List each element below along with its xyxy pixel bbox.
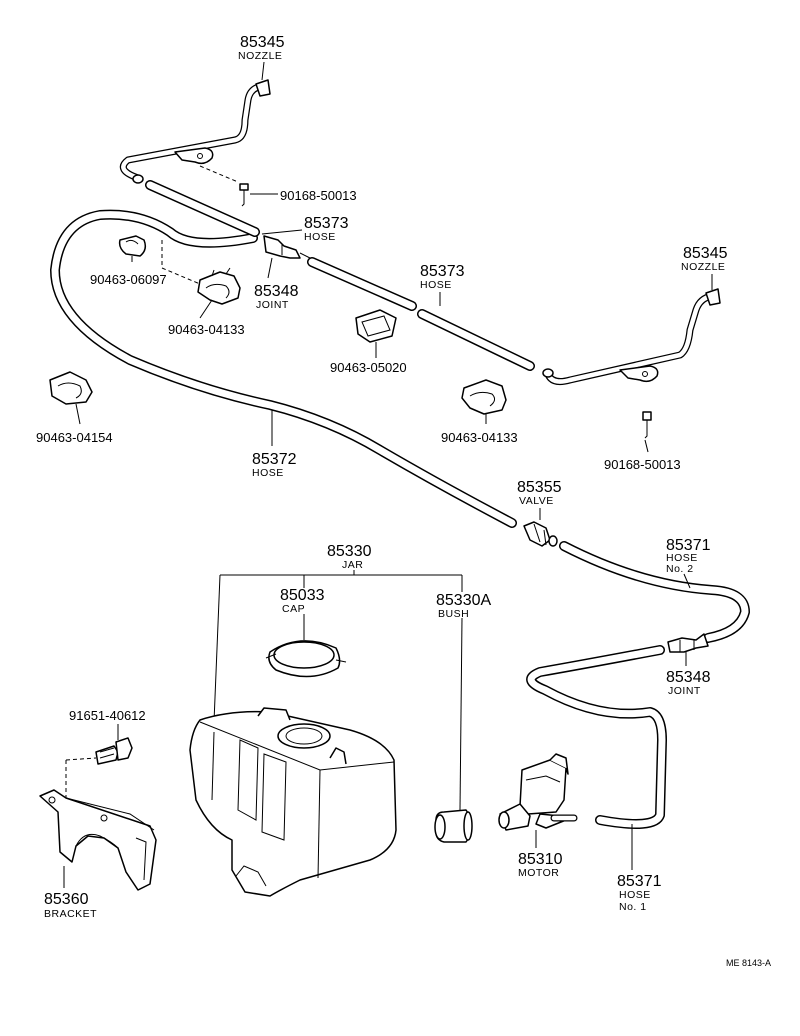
hose-no2 [559,541,750,643]
joint-top-name: JOINT [256,299,289,311]
label-clip-90463-05020: 90463-05020 [330,360,407,375]
bracket-85360 [39,789,157,891]
clip-90463-04154 [49,371,93,425]
joint-top-number: 85348 [254,283,299,300]
screw-top [199,165,278,207]
bush-85330a [434,809,473,843]
label-screw-right: 90168-50013 [604,457,681,472]
valve-name: VALVE [519,495,554,507]
jar-leader-lines [213,570,463,811]
label-hose-85372: 85372 HOSE [252,410,297,479]
hose-85372-name: HOSE [252,467,284,479]
bracket-name: BRACKET [44,908,97,920]
misc-leaders [261,61,713,520]
label-hose-no2: 85371 HOSE No. 2 [666,537,711,589]
hose-no1-number: 85371 [617,873,662,890]
label-screw-top: 90168-50013 [280,188,357,203]
motor-number: 85310 [518,851,563,868]
label-clip-90463-04133-b: 90463-04133 [441,430,518,445]
hose-85372-number: 85372 [252,451,297,468]
joint-bottom [667,633,709,653]
label-hose-85373-b: 85373 HOSE [420,263,465,291]
clip-90463-04133-b [461,379,507,424]
clip-90463-05020 [355,309,397,358]
nozzle-right [542,288,721,385]
bracket-number: 85360 [44,891,89,908]
label-clip-90463-04133-a: 90463-04133 [168,322,245,337]
valve-85355 [523,521,558,547]
jar-85330 [189,707,397,897]
hose-85373-b-number: 85373 [420,263,465,280]
label-bolt: 91651-40612 [69,708,146,723]
hose-no1-name: HOSE [619,889,651,901]
hose-85373-b [307,257,535,371]
label-clip-90463-06097: 90463-06097 [90,272,167,287]
label-jar: 85330 JAR [327,543,372,571]
cap-85033 [265,640,347,678]
label-valve: 85355 VALVE [517,479,562,507]
label-joint-bottom: 85348 JOINT [666,652,711,697]
jar-number: 85330 [327,543,372,560]
nozzle-left-number: 85345 [240,34,285,51]
hose-85373-b-name: HOSE [420,279,452,291]
label-hose-85373-a: 85373 HOSE [261,215,349,243]
bush-number: 85330A [436,592,491,609]
label-cap: 85033 CAP [280,587,325,615]
nozzle-right-number: 85345 [683,245,728,262]
motor-name: MOTOR [518,867,559,879]
nozzle-left-name: NOZZLE [238,50,282,62]
hose-no1-sub: No. 1 [619,901,647,913]
label-bush: 85330A BUSH [436,592,491,620]
hose-no1 [526,645,667,829]
cap-number: 85033 [280,587,325,604]
joint-bottom-number: 85348 [666,669,711,686]
nozzle-right-name: NOZZLE [681,261,725,273]
label-clip-90463-04154: 90463-04154 [36,430,113,445]
hose-85372 [50,209,517,528]
label-hose-no1: 85371 HOSE No. 1 [617,824,662,913]
nozzle-left [119,79,271,184]
hose-85373-a-name: HOSE [304,231,336,243]
joint-bottom-name: JOINT [668,685,701,697]
motor-85310 [498,753,578,831]
label-joint-top: 85348 JOINT [254,283,299,311]
label-bracket: 85360 BRACKET [44,866,97,920]
hose-no2-number: 85371 [666,537,711,554]
clip-90463-04133-a [197,267,241,319]
hose-85373-a [145,180,260,237]
joint-top [263,235,311,279]
bush-name: BUSH [438,608,469,620]
hose-no2-name: HOSE [666,552,698,564]
clip-90463-06097 [118,235,201,285]
bolt-91651-40612 [65,737,133,800]
label-nozzle-left: 85345 NOZZLE [238,34,285,62]
jar-name: JAR [342,559,363,571]
valve-number: 85355 [517,479,562,496]
screw-right [642,411,652,453]
hose-no2-sub: No. 2 [666,563,694,575]
cap-name: CAP [282,603,305,615]
hose-85373-a-number: 85373 [304,215,349,232]
label-nozzle-right: 85345 NOZZLE [681,245,728,273]
reference-code: ME 8143-A [726,958,771,968]
label-motor: 85310 MOTOR [518,830,563,879]
